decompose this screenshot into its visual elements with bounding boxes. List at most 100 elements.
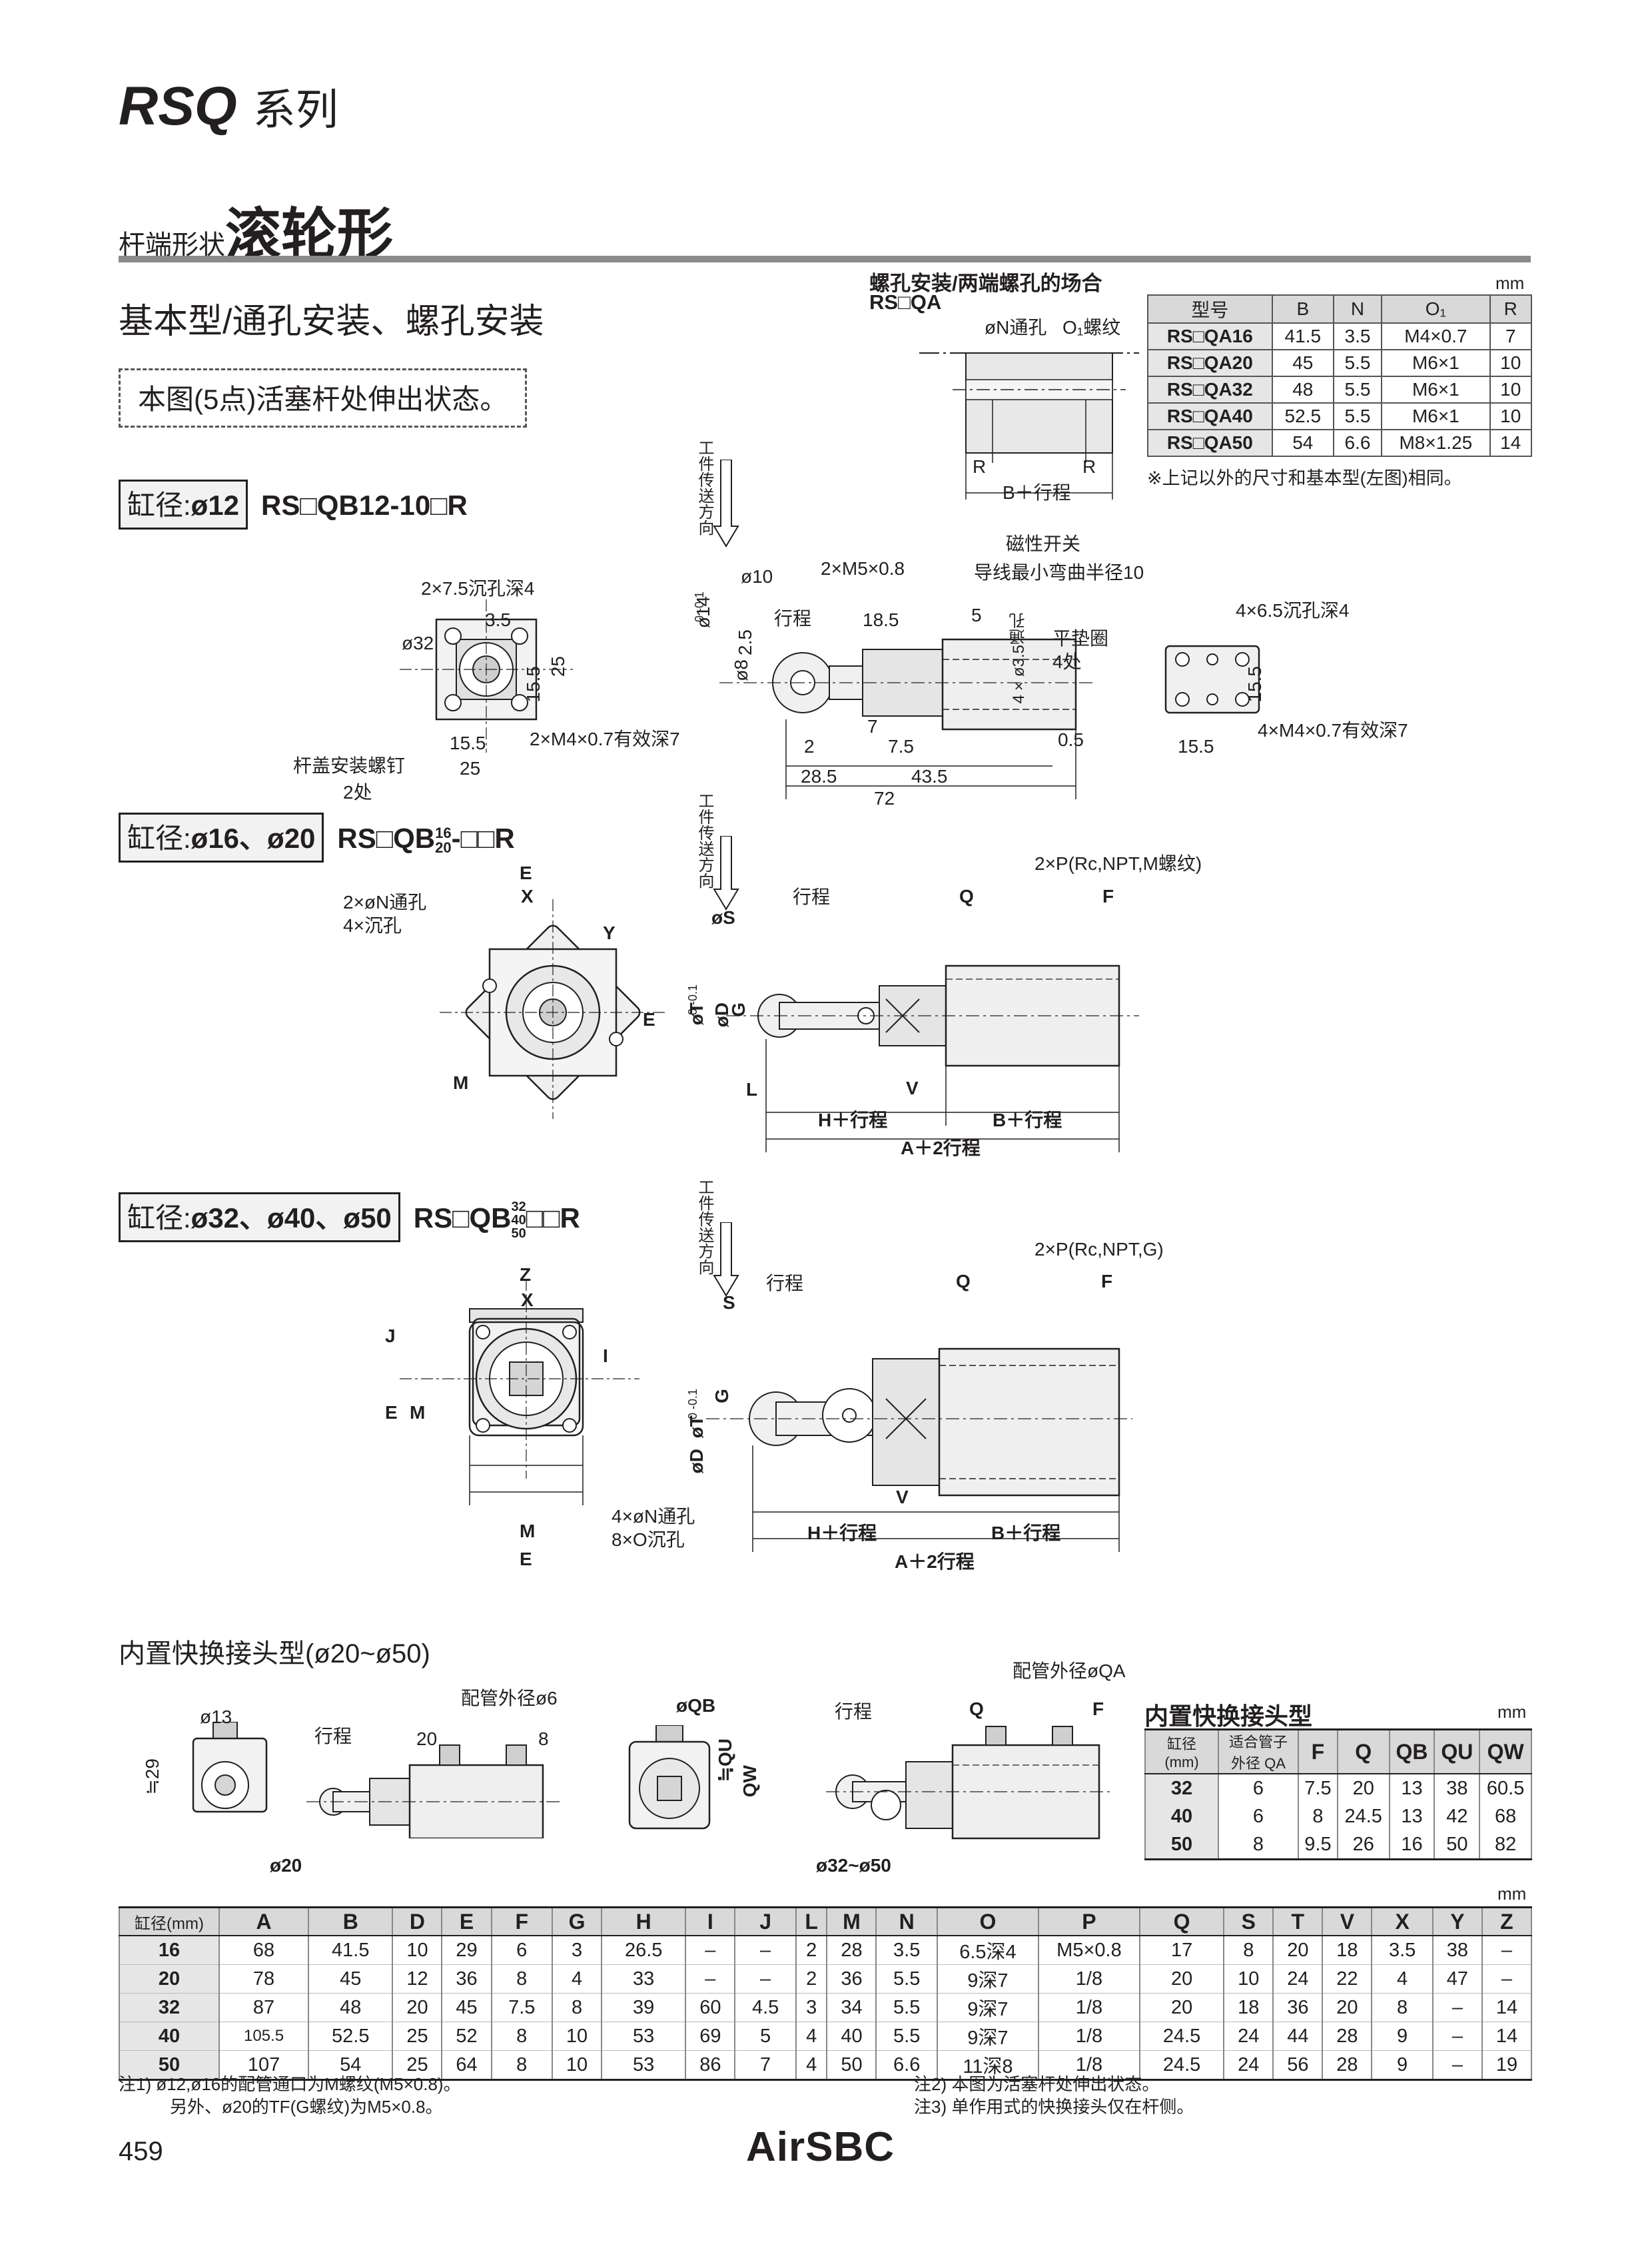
- sec12-d25b: 25: [460, 758, 481, 779]
- sec32-bore-box: 缸径:ø32、ø40、ø50: [119, 1192, 400, 1242]
- sec32-tol: 0 -0.1: [686, 1389, 699, 1420]
- quick-d29: ≒29: [142, 1758, 163, 1795]
- sec12-d35: 3.5: [485, 609, 511, 630]
- page-number: 459: [119, 2137, 163, 2166]
- dims-col: E: [441, 1906, 492, 1936]
- quick-col-tube: 适合管子 外径 QA: [1218, 1728, 1299, 1774]
- sec12-side-view: [719, 638, 1092, 799]
- sec12-wire: 导线最小弯曲半径10: [974, 562, 1144, 583]
- dims-col: P: [1037, 1906, 1140, 1936]
- quick-title: 内置快换接头型(ø20~ø50): [119, 1639, 430, 1669]
- sec12-d435: 43.5: [911, 766, 948, 787]
- quick-tube6: 配管外径ø6: [461, 1688, 558, 1708]
- sec12-m5: 2×M5×0.8: [821, 558, 905, 579]
- dims-col: F: [490, 1906, 553, 1936]
- sec16-front-view: [440, 899, 666, 1119]
- series-code: RSQ: [119, 76, 237, 137]
- sec16-a: A＋2行程: [901, 1138, 981, 1158]
- quick-d13: ø13: [200, 1706, 232, 1727]
- quick-unit: mm: [1497, 1702, 1527, 1722]
- qa-label-n: øN通孔: [985, 317, 1047, 338]
- sec32-f: F: [1101, 1271, 1113, 1292]
- sec12-d185: 18.5: [863, 609, 899, 630]
- sec12-d8: ø8: [731, 659, 751, 681]
- note-1a: 注1) ø12,ø16的配管通口为M螺纹(M5×0.8)。: [119, 2074, 461, 2094]
- sec16-x: X: [521, 886, 534, 907]
- dims-col: B: [308, 1906, 394, 1936]
- sec32-s: S: [723, 1292, 735, 1313]
- sec12-tap2: 4×M4×0.7有效深7: [1258, 720, 1408, 741]
- note-1b: 另外、ø20的TF(G螺纹)为M5×0.8。: [170, 2097, 443, 2117]
- sec32-bore-label: 缸径:: [127, 1202, 191, 1234]
- quick-col: F: [1298, 1728, 1338, 1774]
- brand-logo: AirSBC: [746, 2124, 895, 2170]
- sec32-e: E: [385, 1402, 398, 1423]
- sec12-d25: 2.5: [735, 629, 755, 655]
- sec32-workdir: 工件传送方向: [695, 1179, 713, 1275]
- sec12-tol: 0 -0.1: [693, 591, 706, 623]
- sec12-rear-view: [1164, 645, 1260, 714]
- sec12-switch: 磁性开关: [1006, 534, 1081, 554]
- header-rule: [119, 256, 1531, 262]
- qa-model: RS□QA: [869, 290, 942, 314]
- qa-col: O₁: [1381, 294, 1491, 324]
- sec16-h: H＋行程: [818, 1110, 888, 1130]
- dims-col: J: [734, 1906, 797, 1936]
- dims-col: Z: [1481, 1906, 1533, 1936]
- note-box: 本图(5点)活塞杆处伸出状态。: [119, 368, 528, 428]
- sec12-front-view: [400, 599, 573, 753]
- sec32-j: J: [385, 1325, 396, 1346]
- sec32-front-view: [400, 1279, 639, 1505]
- sec12-washer: 平垫圈: [1052, 628, 1109, 649]
- qa-unit: mm: [1495, 273, 1525, 293]
- quick-qu: ≒QU: [715, 1738, 735, 1782]
- sec32-a: A＋2行程: [895, 1551, 975, 1572]
- dims-table-header: 缸径(mm) A B D E F G H I J L M N O P Q S T…: [119, 1906, 1533, 1936]
- sec16-holes: 2×øN通孔: [343, 892, 427, 913]
- sec16-stroke: 行程: [793, 887, 831, 907]
- quick-label20: ø20: [270, 1855, 302, 1876]
- dims-col: S: [1223, 1906, 1274, 1936]
- dims-col: A: [218, 1906, 310, 1936]
- sec12-d10: ø10: [741, 566, 773, 587]
- sec16-l: L: [746, 1079, 758, 1100]
- sec16-g: G: [728, 1002, 749, 1017]
- quick-table-header: 缸径 (mm) 适合管子 外径 QA F Q QB QU QW: [1144, 1728, 1532, 1774]
- qa-label-r2: R: [1082, 456, 1096, 477]
- sec32-port: 2×P(Rc,NPT,G): [1034, 1239, 1164, 1260]
- qa-footnote: ※上记以外的尺寸和基本型(左图)相同。: [1147, 468, 1462, 488]
- dims-col: D: [392, 1906, 443, 1936]
- sec32-m: M: [410, 1402, 426, 1423]
- dims-col: N: [875, 1906, 938, 1936]
- note-2: 注2) 本图为活塞杆处伸出状态。: [914, 2074, 1160, 2094]
- sec16-bore-box: 缸径:ø16、ø20: [119, 813, 324, 863]
- sec12-bore-box: 缸径:ø12: [119, 480, 248, 530]
- sec12-workdir: 工件传送方向: [695, 440, 713, 536]
- dims-col: T: [1272, 1906, 1324, 1936]
- dims-col: 缸径(mm): [119, 1906, 220, 1936]
- quick-table-title: 内置快换接头型: [1144, 1702, 1313, 1730]
- quick-col: QW: [1479, 1728, 1532, 1774]
- quick-q: Q: [969, 1698, 984, 1719]
- sec16-m: M: [453, 1072, 469, 1093]
- dims-col: L: [795, 1906, 828, 1936]
- quick-col-bore: 缸径 (mm): [1144, 1728, 1219, 1774]
- sec32-i: I: [603, 1345, 608, 1366]
- dims-col: I: [685, 1906, 736, 1936]
- workdir-arrow-icon: [713, 460, 739, 548]
- sec12-stroke: 行程: [774, 608, 812, 629]
- sec12-d72: 72: [874, 788, 895, 809]
- quick-f: F: [1092, 1698, 1104, 1719]
- sec12-d2: 2: [804, 736, 815, 757]
- quick-label3250: ø32~ø50: [816, 1855, 891, 1876]
